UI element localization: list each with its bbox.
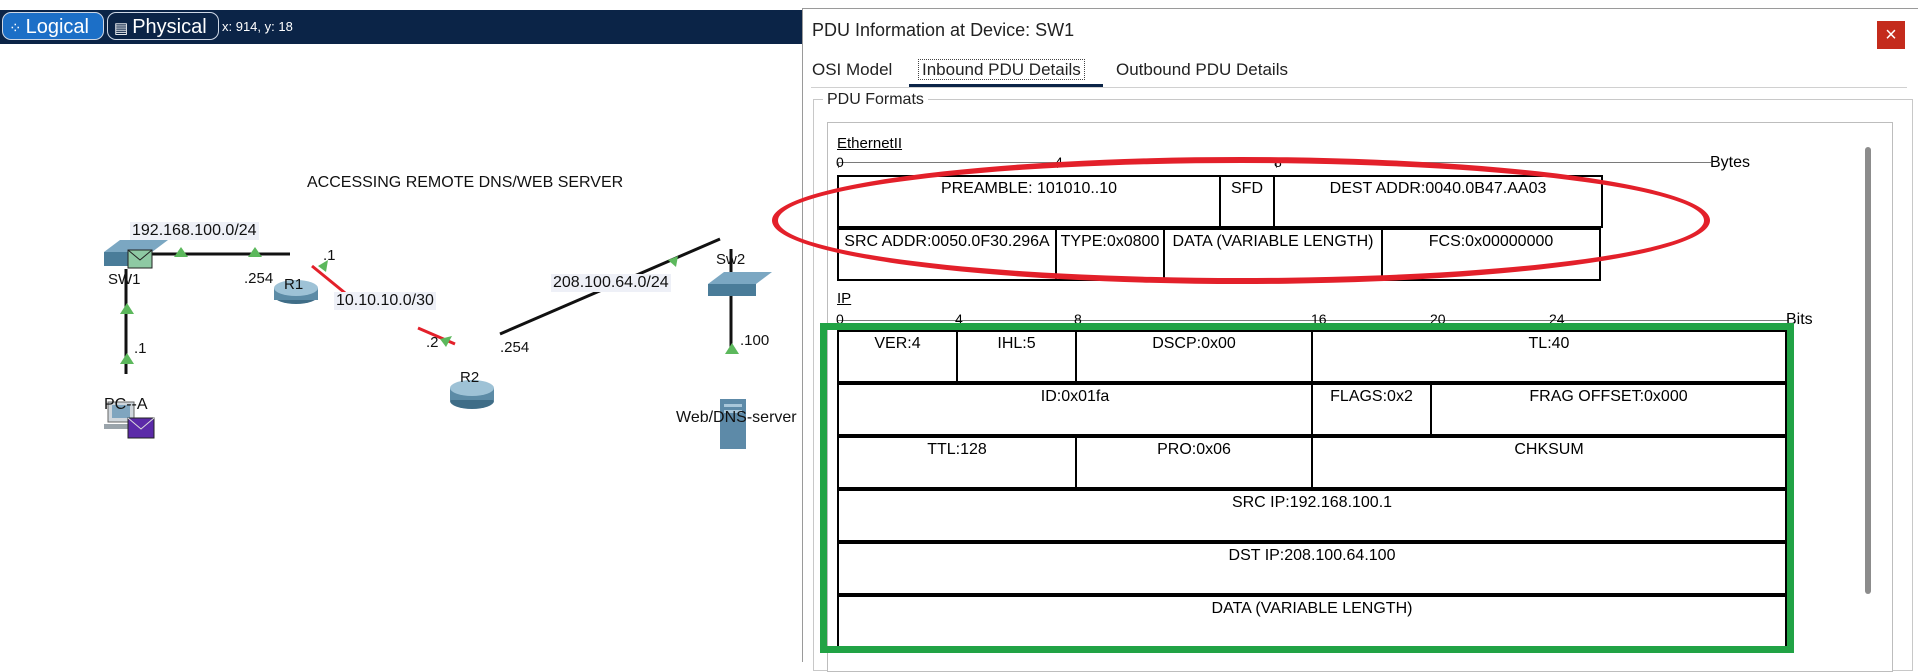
port-indicator [440,336,452,347]
ethernet-data-field: DATA (VARIABLE LENGTH) [1163,228,1383,281]
workspace-toolbar: ⁘Logical ▤Physical x: 914, y: 18 [0,10,802,44]
byte-tick: 4 [1055,154,1063,170]
port-indicator [120,353,134,364]
ip-ruler [838,320,1788,321]
ver-field: VER:4 [837,330,958,383]
src-ip-field: SRC IP:192.168.100.1 [837,489,1787,542]
router-icon [450,380,494,409]
network-nodes-icon: ⁘ [9,20,22,37]
tab-inbound-pdu-details[interactable]: Inbound PDU Details [909,55,1103,87]
dest-addr-field: DEST ADDR:0040.0B47.AA03 [1273,175,1603,228]
bit-tick: 16 [1311,311,1327,327]
tab-divider [811,87,1907,88]
network-label-mid: 10.10.10.0/30 [334,292,436,310]
network-label-left: 192.168.100.0/24 [130,222,259,240]
dialog-title: PDU Information at Device: SW1 [812,20,1075,40]
bit-tick: 20 [1430,311,1446,327]
src-addr-field: SRC ADDR:0050.0F30.296A [837,228,1057,281]
pc-icon [104,401,138,429]
id-field: ID:0x01fa [837,383,1313,436]
ip-pc: .1 [134,340,147,357]
envelope-icon [127,249,153,269]
pc-label: PC--A [104,396,148,413]
ethernet-unit: Bytes [1710,154,1751,171]
link-r1-r2-a [311,264,351,299]
logical-workspace[interactable]: ACCESSING REMOTE DNS/WEB SERVER 192.168.… [0,44,802,661]
ip-r1-lan: .254 [244,270,274,287]
logical-view-button[interactable]: ⁘Logical [2,12,104,40]
dst-ip-field: DST IP:208.100.64.100 [837,542,1787,595]
r1-label: R1 [284,276,304,293]
bit-tick: 8 [1074,311,1082,327]
server-label: Web/DNS-server [676,409,797,426]
preamble-field: PREAMBLE: 101010..10 [837,175,1221,228]
r2-label: R2 [460,369,480,386]
tab-outbound-pdu-details[interactable]: Outbound PDU Details [1116,60,1288,79]
flags-field: FLAGS:0x2 [1311,383,1432,436]
ip-unit: Bits [1786,311,1813,328]
cursor-coordinates: x: 914, y: 18 [222,19,293,34]
port-indicator [248,247,262,257]
ip-data-field: DATA (VARIABLE LENGTH) [837,595,1787,648]
physical-label: Physical [132,16,207,38]
fcs-field: FCS:0x00000000 [1381,228,1601,281]
server-icon [720,399,746,449]
logical-label: Logical [25,16,89,38]
type-field: TYPE:0x0800 [1055,228,1165,281]
ip-r2-lan: .254 [500,339,530,356]
byte-tick: 0 [836,154,844,170]
sfd-field: SFD [1219,175,1275,228]
vertical-scrollbar[interactable] [1865,147,1871,594]
tab-osi-model[interactable]: OSI Model [812,60,893,79]
close-button[interactable]: × [1877,21,1905,49]
ip-server: .100 [740,332,770,349]
tl-field: TL:40 [1311,330,1787,383]
topology-diagram [104,237,772,449]
bit-tick: 0 [836,311,844,327]
ttl-field: TTL:128 [837,436,1077,489]
rack-icon: ▤ [114,20,129,37]
port-indicator [120,303,134,314]
frag-offset-field: FRAG OFFSET:0x000 [1430,383,1787,436]
envelope-icon [127,417,155,439]
port-indicator [725,343,739,354]
bit-tick: 4 [955,311,963,327]
ip-title: IP [837,290,852,307]
ip-r1-wan: .1 [323,247,336,264]
sw1-label: SW1 [108,271,141,288]
network-label-right: 208.100.64.0/24 [551,274,671,292]
protocol-field: PRO:0x06 [1075,436,1313,489]
router-icon [274,280,318,304]
ihl-field: IHL:5 [956,330,1077,383]
switch-icon [708,272,772,296]
dscp-field: DSCP:0x00 [1075,330,1313,383]
ethernet-title: EthernetII [837,135,903,152]
port-indicator [668,256,678,267]
physical-view-button[interactable]: ▤Physical [107,12,219,40]
topology-title: ACCESSING REMOTE DNS/WEB SERVER [307,174,624,191]
port-indicator [318,260,328,272]
sw2-label: Sw2 [716,251,746,268]
bit-tick: 24 [1549,311,1565,327]
ip-r2-wan: .2 [426,334,439,351]
byte-tick: 8 [1274,154,1282,170]
port-indicator [174,247,188,257]
group-label: PDU Formats [823,91,928,109]
checksum-field: CHKSUM [1311,436,1787,489]
tab-label: Inbound PDU Details [918,59,1085,80]
